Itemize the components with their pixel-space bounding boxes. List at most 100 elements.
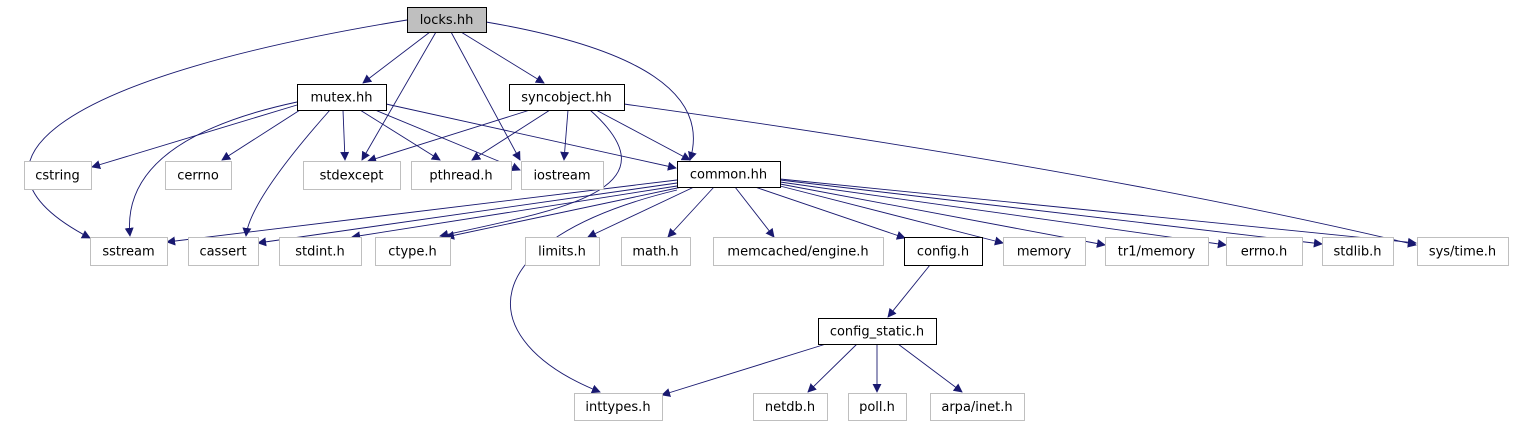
node-box-common-hh: [677, 161, 781, 188]
edge-mutex-hh-to-cassert: [242, 109, 331, 237]
node-label-math-h: math.h: [632, 245, 678, 260]
node-arpa-inet-h[interactable]: arpa/inet.h: [930, 393, 1025, 421]
edge-mutex-hh-to-cerrno: [221, 109, 301, 161]
node-sys-time-h[interactable]: sys/time.h: [1417, 237, 1509, 266]
node-box-stdexcept: [303, 161, 401, 190]
node-pthread-h[interactable]: pthread.h: [411, 161, 512, 190]
node-box-cerrno: [165, 161, 232, 190]
node-box-stdlib-h: [1322, 237, 1394, 266]
node-label-stdint-h: stdint.h: [295, 245, 344, 260]
edge-mutex-hh-to-iostream: [374, 109, 521, 172]
node-label-memory: memory: [1017, 245, 1072, 260]
node-box-inttypes-h: [574, 393, 663, 421]
node-box-memcached-engine-h: [713, 237, 884, 266]
node-box-locks-hh: [407, 7, 487, 33]
node-common-hh[interactable]: common.hh: [677, 161, 781, 188]
node-stdint-h[interactable]: stdint.h: [279, 237, 362, 266]
node-label-netdb-h: netdb.h: [765, 400, 815, 415]
node-label-config-h: config.h: [917, 245, 969, 260]
node-cassert[interactable]: cassert: [188, 237, 259, 266]
node-label-iostream: iostream: [533, 169, 590, 184]
edge-common-hh-to-errno-h: [779, 181, 1227, 249]
edge-common-hh-to-sys-time-h: [779, 178, 1417, 247]
node-box-memory: [1003, 237, 1086, 266]
node-box-mutex-hh: [297, 84, 387, 111]
node-label-syncobject-hh: syncobject.hh: [521, 91, 612, 106]
node-memcached-engine-h[interactable]: memcached/engine.h: [713, 237, 884, 266]
node-label-errno-h: errno.h: [1241, 245, 1288, 260]
node-iostream[interactable]: iostream: [521, 161, 604, 190]
edge-common-hh-to-inttypes-h: [510, 189, 678, 394]
edge-syncobject-hh-to-ctype-h: [439, 109, 622, 239]
edge-syncobject-hh-to-common-hh: [595, 109, 691, 161]
node-math-h[interactable]: math.h: [621, 237, 691, 266]
edge-config-static-h-to-inttypes-h: [661, 343, 827, 397]
node-netdb-h[interactable]: netdb.h: [753, 393, 828, 421]
edge-config-static-h-to-arpa-inet-h: [897, 343, 963, 393]
node-label-cerrno: cerrno: [177, 169, 219, 184]
node-label-tr1-memory: tr1/memory: [1118, 245, 1196, 260]
node-label-cstring: cstring: [35, 169, 79, 184]
node-sstream[interactable]: sstream: [90, 237, 168, 266]
node-box-cstring: [24, 161, 92, 190]
edge-config-h-to-config-static-h: [887, 264, 931, 318]
node-label-ctype-h: ctype.h: [388, 245, 437, 260]
node-limits-h[interactable]: limits.h: [525, 237, 600, 266]
node-label-mutex-hh: mutex.hh: [310, 91, 372, 106]
node-cerrno[interactable]: cerrno: [165, 161, 232, 190]
node-box-errno-h: [1226, 237, 1303, 266]
edge-mutex-hh-to-stdexcept: [340, 109, 350, 161]
node-label-stdlib-h: stdlib.h: [1334, 245, 1382, 260]
node-box-config-h: [904, 237, 983, 266]
node-config-static-h[interactable]: config_static.h: [818, 318, 937, 345]
node-errno-h[interactable]: errno.h: [1226, 237, 1303, 266]
node-label-sstream: sstream: [102, 245, 154, 260]
edge-common-hh-to-limits-h: [587, 186, 695, 238]
edge-locks-hh-to-iostream: [450, 31, 521, 161]
node-label-locks-hh: locks.hh: [420, 13, 474, 28]
node-box-stdint-h: [279, 237, 362, 266]
edge-syncobject-hh-to-sys-time-h: [623, 103, 1417, 248]
node-label-config-static-h: config_static.h: [830, 325, 924, 340]
node-label-pthread-h: pthread.h: [429, 169, 492, 184]
edge-common-hh-to-memory: [779, 185, 1004, 246]
node-locks-hh[interactable]: locks.hh: [407, 7, 487, 33]
node-stdlib-h[interactable]: stdlib.h: [1322, 237, 1394, 266]
node-inttypes-h[interactable]: inttypes.h: [574, 393, 663, 421]
edge-config-static-h-to-netdb-h: [807, 343, 858, 393]
node-box-cassert: [188, 237, 259, 266]
node-cstring[interactable]: cstring: [24, 161, 92, 190]
node-stdexcept[interactable]: stdexcept: [303, 161, 401, 190]
node-layer: locks.hh mutex.hh syncobject.hh cstring …: [24, 7, 1509, 421]
node-tr1-memory[interactable]: tr1/memory: [1105, 237, 1209, 266]
node-poll-h[interactable]: poll.h: [848, 393, 907, 421]
node-box-sstream: [90, 237, 168, 266]
edge-locks-hh-to-syncobject-hh: [460, 31, 545, 84]
node-box-poll-h: [848, 393, 907, 421]
edge-common-hh-to-ctype-h: [445, 186, 683, 240]
node-box-arpa-inet-h: [930, 393, 1025, 421]
node-label-arpa-inet-h: arpa/inet.h: [941, 400, 1012, 415]
node-syncobject-hh[interactable]: syncobject.hh: [509, 84, 625, 111]
node-mutex-hh[interactable]: mutex.hh: [297, 84, 387, 111]
node-box-math-h: [621, 237, 691, 266]
edge-common-hh-to-stdint-h: [351, 185, 678, 241]
node-box-sys-time-h: [1417, 237, 1509, 266]
edge-locks-hh-to-sstream: [27, 19, 408, 239]
edge-mutex-hh-to-pthread-h: [359, 109, 441, 161]
node-box-tr1-memory: [1105, 237, 1209, 266]
node-label-memcached-engine-h: memcached/engine.h: [727, 245, 868, 260]
node-ctype-h[interactable]: ctype.h: [375, 237, 451, 266]
node-box-iostream: [521, 161, 604, 190]
node-label-limits-h: limits.h: [538, 245, 586, 260]
node-config-h[interactable]: config.h: [904, 237, 983, 266]
edge-mutex-hh-to-common-hh: [385, 103, 677, 171]
node-label-stdexcept: stdexcept: [320, 169, 384, 184]
node-box-config-static-h: [818, 318, 937, 345]
node-label-common-hh: common.hh: [690, 168, 767, 183]
edge-common-hh-to-cassert: [257, 182, 678, 247]
node-memory[interactable]: memory: [1003, 237, 1086, 266]
edge-syncobject-hh-to-iostream: [560, 109, 570, 161]
